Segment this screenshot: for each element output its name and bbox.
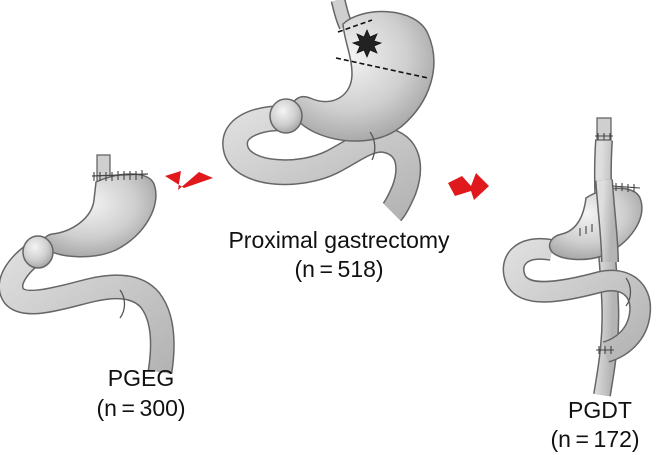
pgeg-stomach-remnant bbox=[42, 173, 157, 258]
tumor-icon bbox=[351, 28, 383, 59]
upper-cut-line bbox=[337, 19, 373, 33]
center-count: (n = 518) bbox=[294, 256, 384, 282]
center-title: Proximal gastrectomy bbox=[228, 227, 450, 253]
arrow-left-icon bbox=[165, 171, 213, 190]
center-stomach-illustration bbox=[222, 0, 435, 222]
pgeg-pylorus bbox=[22, 235, 54, 269]
center-pylorus bbox=[269, 98, 303, 134]
arrow-right-icon bbox=[448, 173, 489, 200]
pgeg-illustration bbox=[0, 154, 175, 374]
pgdt-stomach-remnant bbox=[548, 187, 643, 261]
pgeg-count: (n = 300) bbox=[96, 395, 186, 421]
pgdt-illustration bbox=[502, 117, 652, 397]
pgdt-title: PGDT bbox=[568, 397, 632, 423]
pgeg-title: PGEG bbox=[107, 365, 175, 391]
center-stomach bbox=[291, 10, 435, 142]
pgdt-count: (n = 172) bbox=[550, 426, 640, 452]
